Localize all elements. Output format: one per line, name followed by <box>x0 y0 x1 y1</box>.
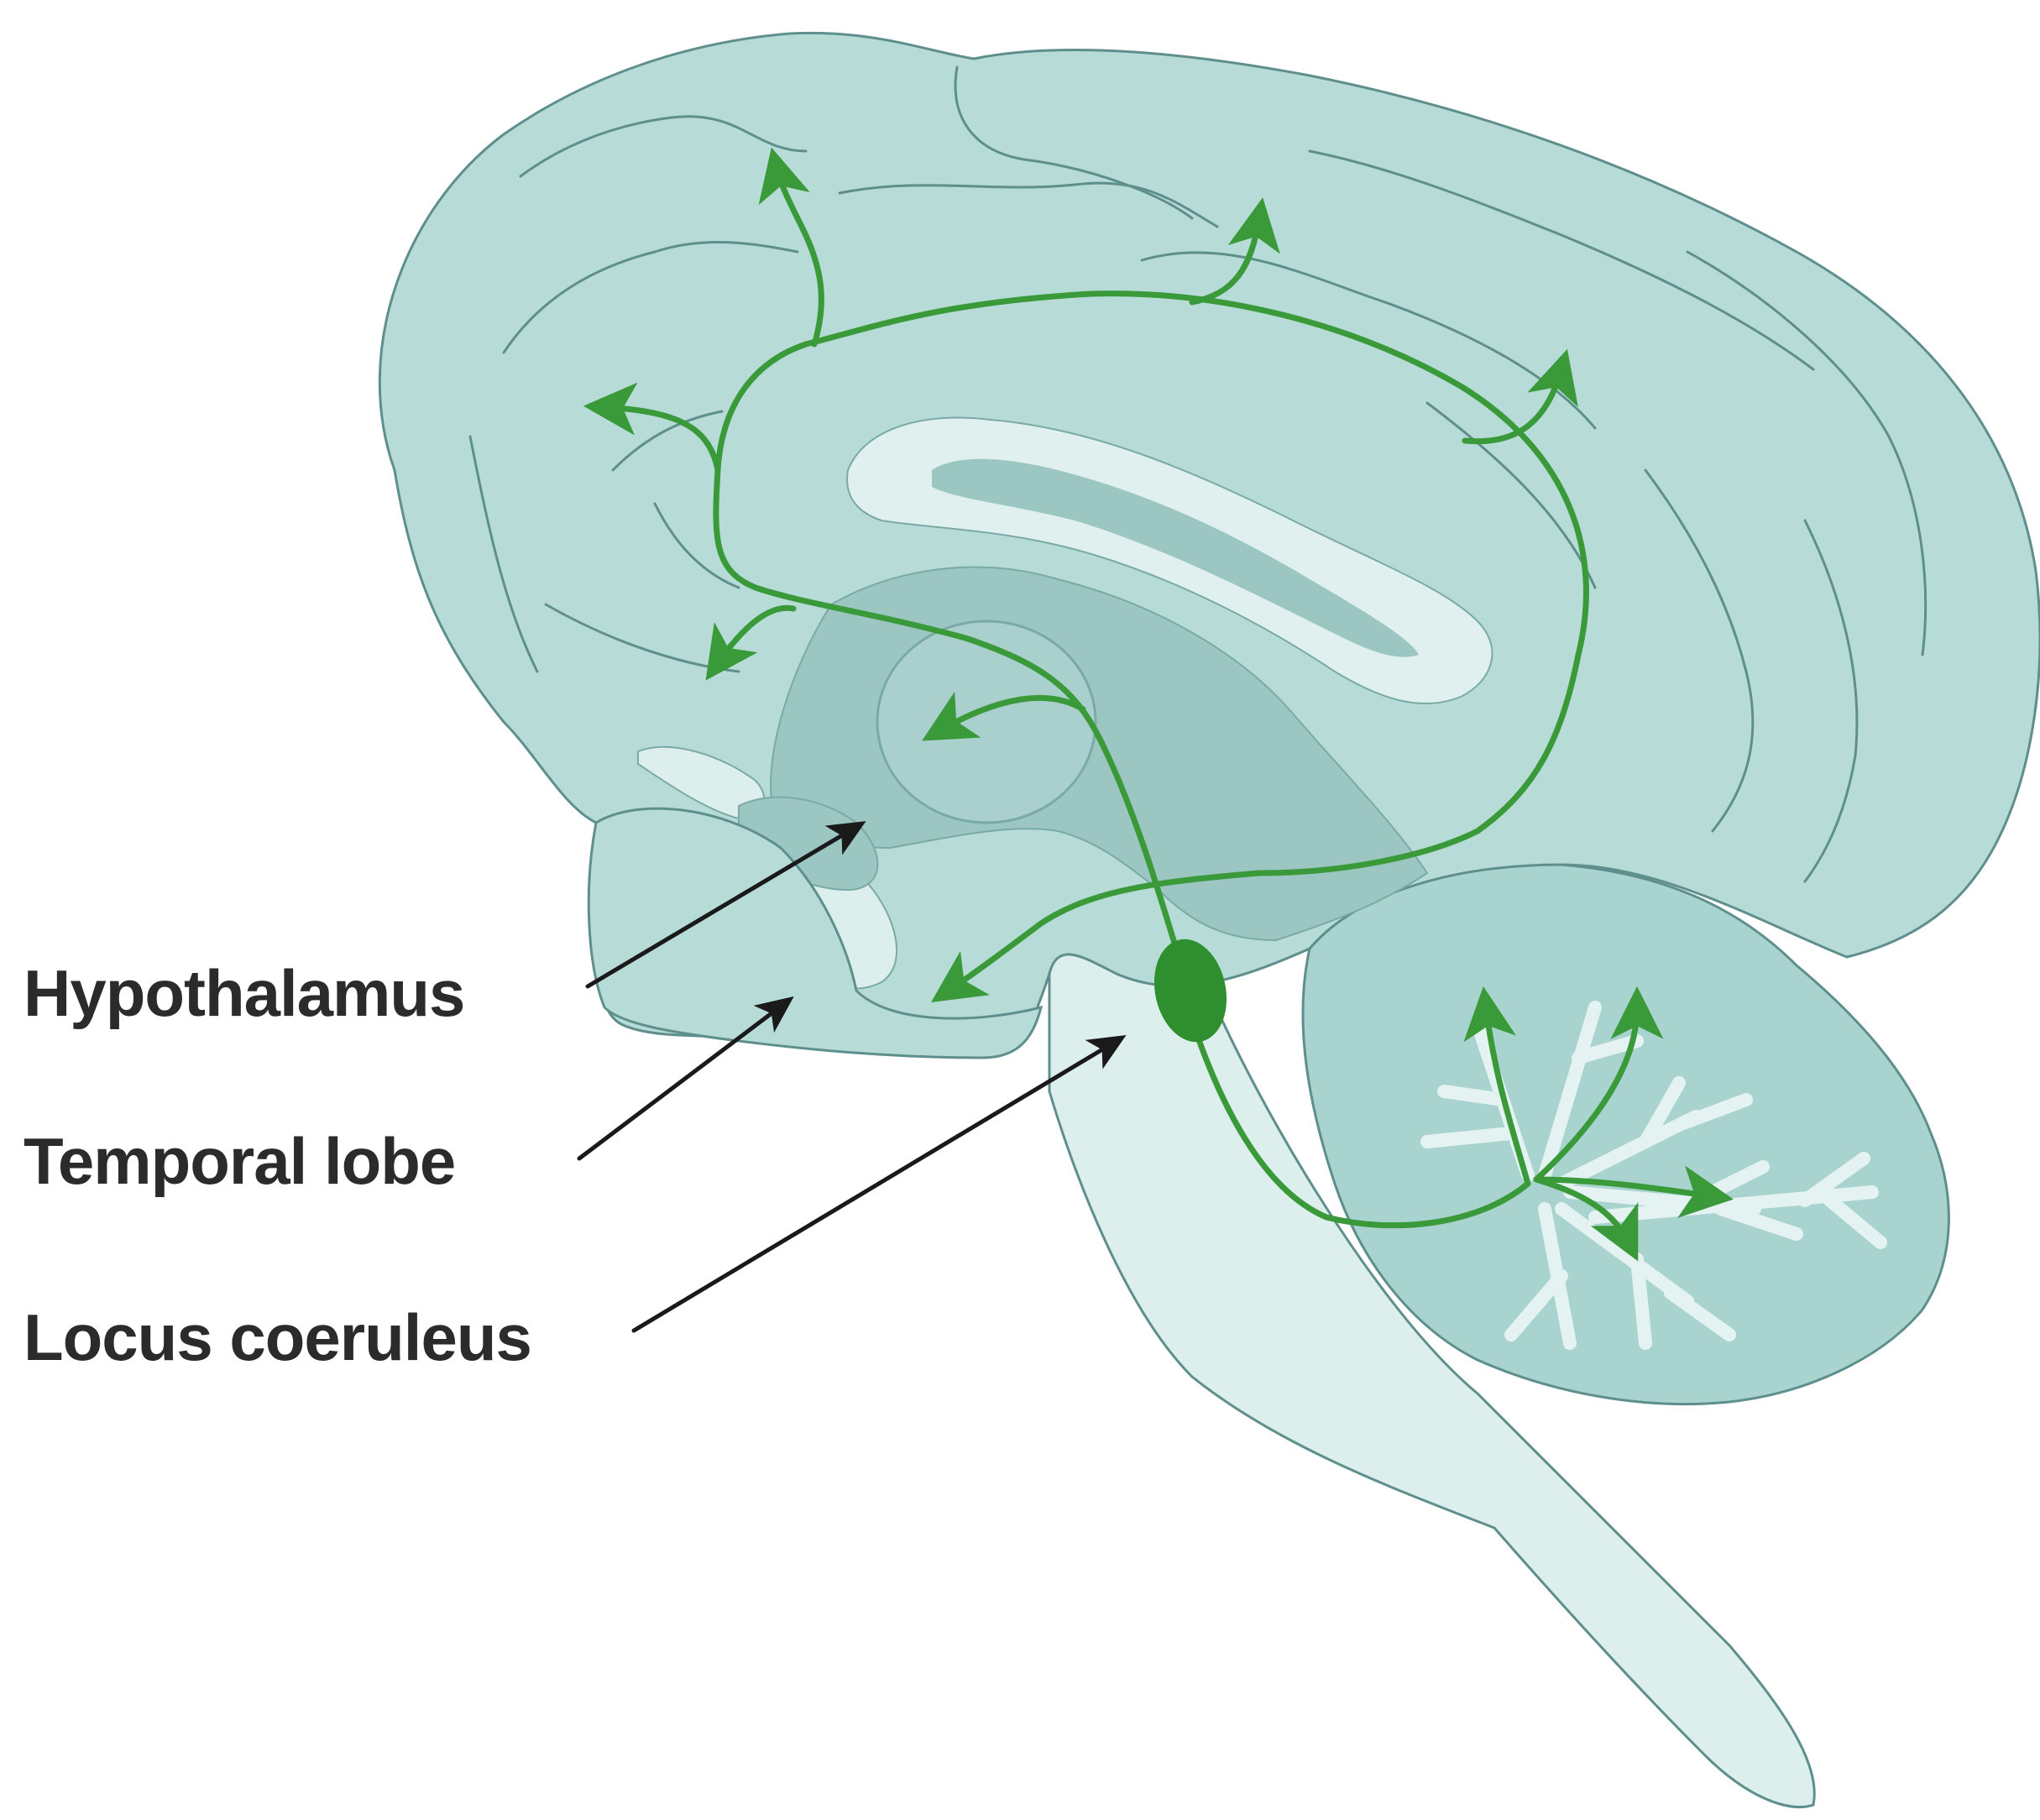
hypothalamus-label: Hypothalamus <box>24 955 464 1032</box>
locus-coeruleus-leader <box>634 1041 1117 1331</box>
temporal-lobe-label: Temporal lobe <box>24 1123 455 1200</box>
thalamus <box>877 621 1096 823</box>
locus-coeruleus-label: Locus coeruleus <box>24 1300 531 1376</box>
